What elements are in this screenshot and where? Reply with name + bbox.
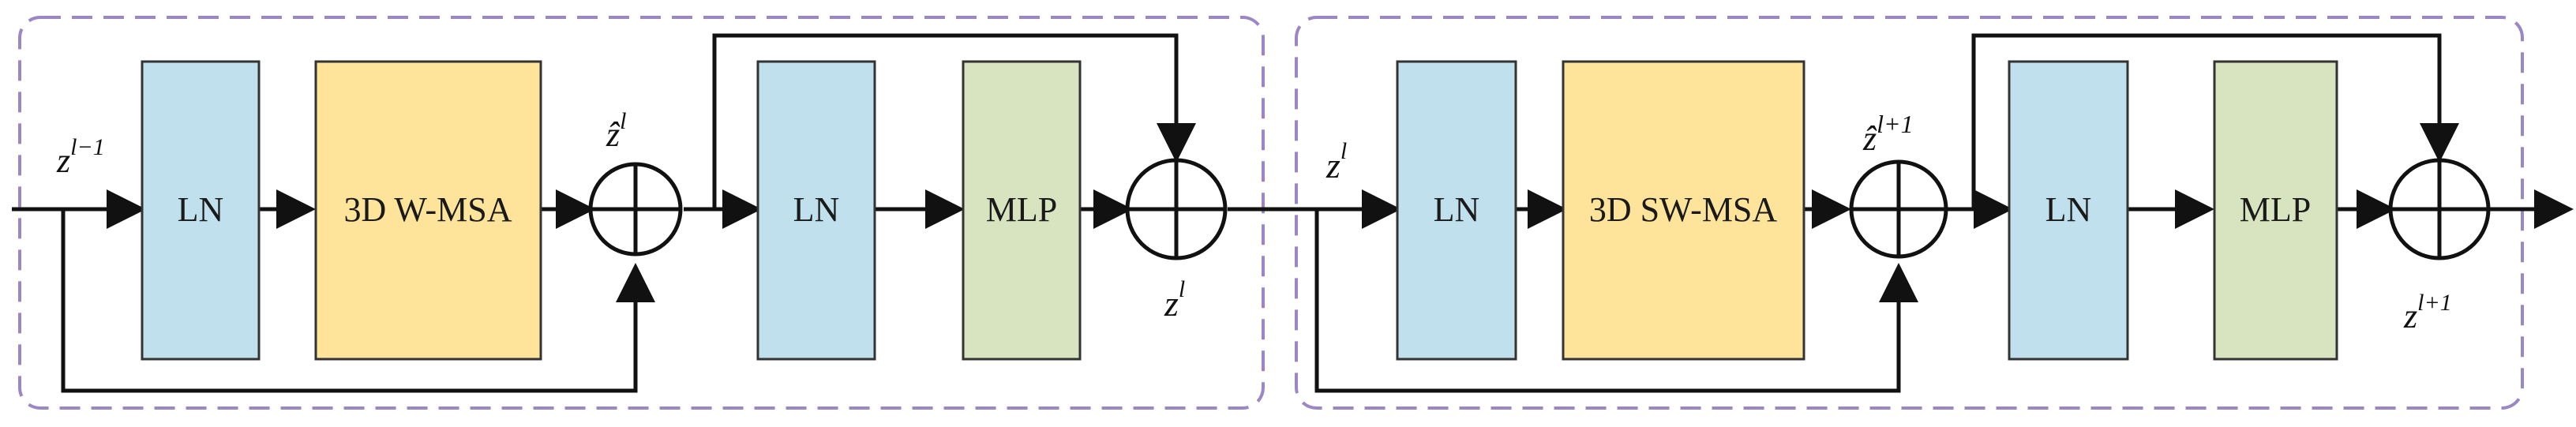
right-mlp-label: MLP bbox=[2240, 190, 2311, 229]
left-attention-block bbox=[314, 60, 542, 361]
left-ln2-label: LN bbox=[793, 190, 840, 229]
right-ln1-label: LN bbox=[1434, 190, 1480, 229]
right-attention-label: 3D SW-MSA bbox=[1589, 190, 1778, 229]
left-wires bbox=[12, 33, 1350, 393]
right-mid-var: ẑl+1 bbox=[1862, 110, 1914, 158]
left-block-panel bbox=[18, 16, 1265, 410]
left-ln2-block bbox=[756, 60, 876, 361]
left-ln1-block bbox=[141, 60, 261, 361]
left-mid-var: ẑl bbox=[606, 108, 626, 154]
right-attention-block bbox=[1562, 60, 1805, 361]
left-attention-label: 3D W-MSA bbox=[343, 190, 512, 229]
left-input-var: zl−1 bbox=[56, 134, 105, 180]
left-adder-1 bbox=[588, 162, 683, 257]
left-ln1-label: LN bbox=[178, 190, 224, 229]
left-mlp-block bbox=[962, 60, 1082, 361]
right-ln2-label: LN bbox=[2045, 190, 2092, 229]
right-ln2-block bbox=[2008, 60, 2129, 361]
right-adder-2 bbox=[2388, 158, 2491, 260]
right-ln1-block bbox=[1396, 60, 1517, 361]
right-output-var: zl+1 bbox=[2403, 290, 2452, 335]
left-output-var: zl bbox=[1164, 276, 1185, 324]
left-adder-2 bbox=[1125, 158, 1228, 260]
right-input-var: zl bbox=[1325, 138, 1347, 185]
right-adder-1 bbox=[1849, 159, 1948, 259]
right-block-panel bbox=[1295, 16, 2524, 410]
right-wires bbox=[1314, 33, 2574, 393]
right-mlp-block bbox=[2213, 60, 2338, 361]
left-mlp-label: MLP bbox=[986, 190, 1057, 229]
